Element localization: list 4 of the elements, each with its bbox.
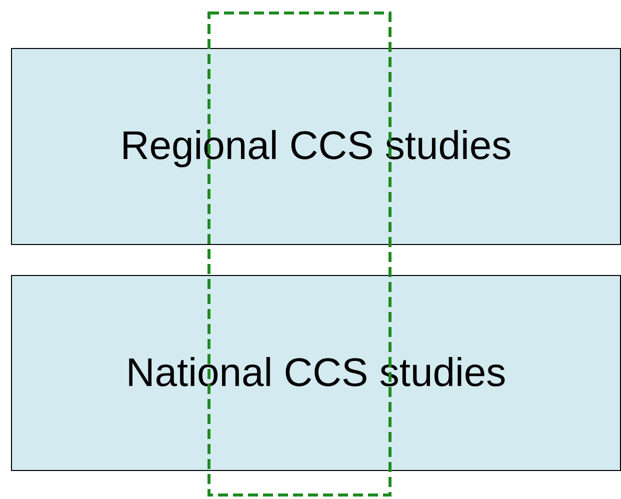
study-box <box>11 275 621 471</box>
box-label: National CCS studies <box>126 350 506 396</box>
box-label: Regional CCS studies <box>120 124 512 169</box>
study-box <box>11 48 621 245</box>
